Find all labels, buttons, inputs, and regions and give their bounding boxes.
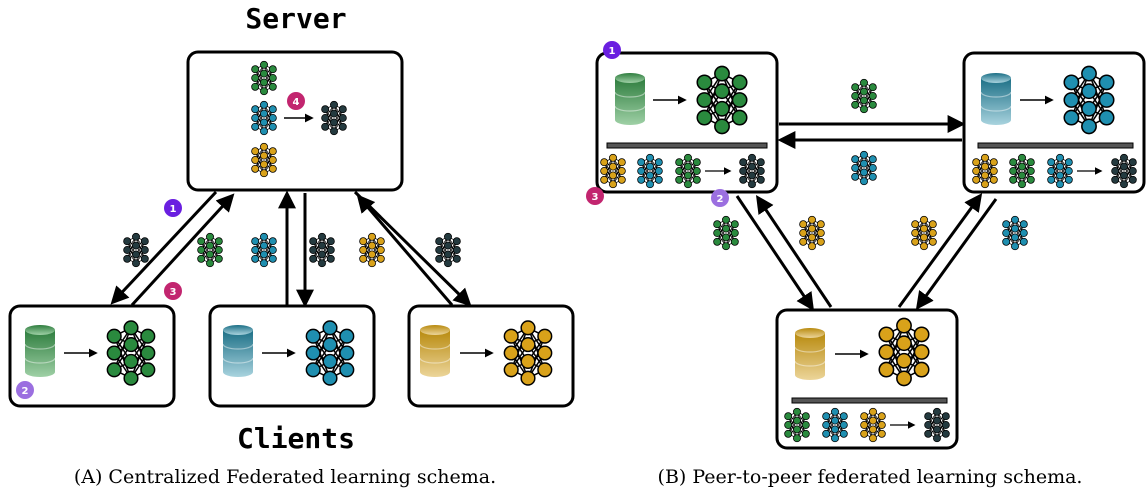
clients-label: Clients xyxy=(237,422,355,455)
neural-network-icon xyxy=(251,232,277,268)
panel-a-centralized: Server xyxy=(8,2,575,488)
svg-text:2: 2 xyxy=(717,194,724,205)
neural-network-icon xyxy=(784,407,810,443)
badge-1-b: 1 xyxy=(603,41,621,59)
svg-text:2: 2 xyxy=(22,386,29,397)
neural-network-icon xyxy=(359,232,385,268)
neural-network-icon xyxy=(197,232,223,268)
neural-network-icon xyxy=(911,215,937,251)
neural-network-icon xyxy=(675,153,701,189)
neural-network-icon xyxy=(1009,153,1035,189)
database-icon xyxy=(614,73,646,125)
neural-network-icon xyxy=(878,317,930,387)
neural-network-icon xyxy=(799,215,825,251)
svg-text:1: 1 xyxy=(170,204,177,215)
neural-network-icon xyxy=(1111,153,1137,189)
panel-a-arrows xyxy=(110,190,472,308)
neural-network-icon xyxy=(435,232,461,268)
database-icon-green xyxy=(24,325,56,377)
neural-network-icon xyxy=(739,153,765,189)
svg-text:4: 4 xyxy=(293,97,300,108)
neural-network-icon xyxy=(106,320,156,386)
neural-network-icon xyxy=(309,232,335,268)
panel-b-arrows xyxy=(735,115,998,311)
neural-network-icon xyxy=(1063,65,1115,135)
database-icon xyxy=(794,328,826,380)
badge-2-a: 2 xyxy=(16,381,34,399)
neural-network-icon xyxy=(713,215,739,251)
svg-text:3: 3 xyxy=(170,287,177,298)
neural-network-icon xyxy=(972,153,998,189)
caption-b: (B) Peer-to-peer federated learning sche… xyxy=(658,466,1083,488)
neural-network-icon xyxy=(503,320,553,386)
server-models xyxy=(251,60,347,178)
panel-b-peer-to-peer: 1 3 2 (B) Peer-to-peer federated learnin… xyxy=(586,41,1146,488)
database-icon-gold xyxy=(419,325,451,377)
badge-2-b: 2 xyxy=(711,189,729,207)
neural-network-icon xyxy=(1047,153,1073,189)
neural-network-icon xyxy=(251,100,277,136)
neural-network-icon xyxy=(305,320,355,386)
neural-network-icon xyxy=(822,407,848,443)
separator-bar xyxy=(606,142,768,149)
server-label: Server xyxy=(245,2,346,35)
svg-text:1: 1 xyxy=(609,46,616,57)
server-box xyxy=(186,50,404,192)
neural-network-icon xyxy=(851,150,877,186)
badge-1-a: 1 xyxy=(164,199,182,217)
neural-network-icon xyxy=(321,100,347,136)
badge-3-a: 3 xyxy=(164,282,182,300)
badge-4-a: 4 xyxy=(287,92,305,110)
badge-3-b: 3 xyxy=(586,187,604,205)
svg-text:3: 3 xyxy=(592,192,599,203)
neural-network-icon xyxy=(251,60,277,96)
neural-network-icon xyxy=(851,78,877,114)
neural-network-icon xyxy=(1002,215,1028,251)
caption-a: (A) Centralized Federated learning schem… xyxy=(74,466,496,488)
database-icon-teal xyxy=(222,325,254,377)
neural-network-icon xyxy=(251,142,277,178)
neural-network-icon xyxy=(600,153,626,189)
neural-network-icon xyxy=(924,407,950,443)
database-icon xyxy=(980,73,1012,125)
neural-network-icon xyxy=(860,407,886,443)
neural-network-icon xyxy=(637,153,663,189)
neural-network-icon xyxy=(123,232,149,268)
neural-network-icon xyxy=(696,65,748,135)
